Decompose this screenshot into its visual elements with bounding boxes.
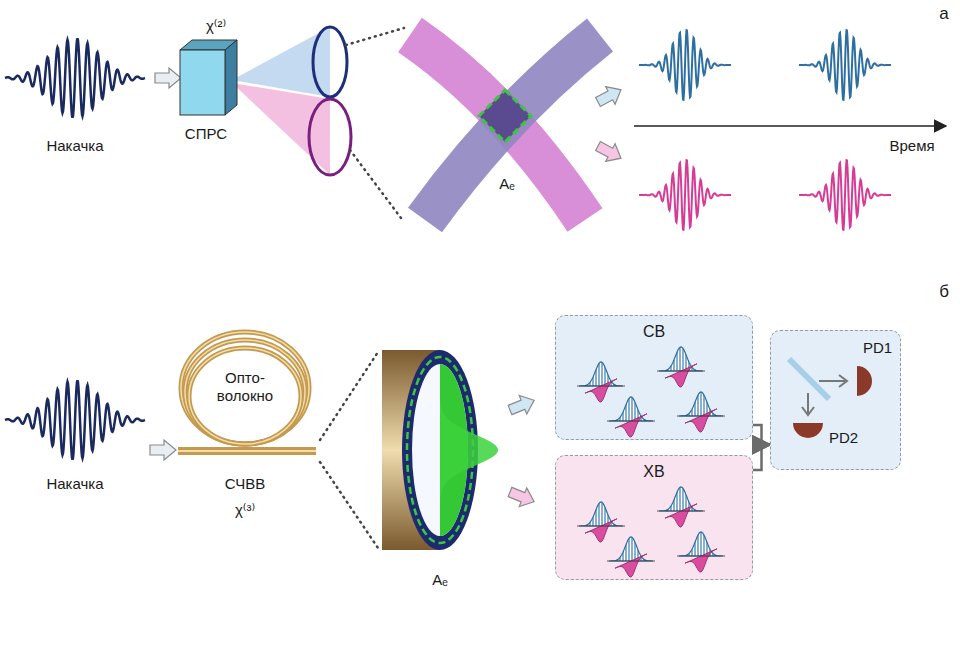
connector-arrow: [753, 425, 770, 445]
wave-axis: [657, 371, 705, 372]
wave-axis: [607, 561, 655, 562]
panel-letter: б: [939, 282, 949, 302]
wave-packet: [665, 504, 697, 527]
fiber-coil: [181, 332, 309, 444]
wave-packet: [579, 362, 623, 386]
pump-pulse: [5, 38, 145, 118]
emission-ring: [309, 99, 351, 175]
photodiode: [857, 366, 872, 396]
fiber-coil: [189, 348, 301, 444]
fiber-coil: [181, 332, 309, 444]
flow-arrow: [155, 68, 181, 88]
beam-arrow: [802, 393, 814, 415]
flow-arrow: [593, 81, 625, 111]
state-box: СВ: [555, 315, 753, 440]
flow-arrow: [593, 137, 625, 167]
wave-packet: [685, 549, 717, 572]
flow-arrow: [506, 483, 538, 511]
flow-arrow: [506, 391, 538, 419]
connector-arrow: [753, 445, 770, 470]
fiber: [178, 450, 316, 452]
wave-packet: [659, 347, 703, 371]
wave-packet: [665, 364, 697, 387]
panel-letter: а: [939, 4, 948, 24]
fiber-label: Опто- волокно: [205, 369, 285, 405]
wave-axis: [657, 511, 705, 512]
wave-axis: [607, 421, 655, 422]
wave-packet: [585, 519, 617, 542]
wave-packet: [685, 409, 717, 432]
fiber-coil: [185, 340, 305, 444]
pump-label: Накачка: [46, 475, 103, 493]
time-axis: [634, 125, 946, 127]
wave-packet: [609, 537, 653, 561]
wave-packet: [615, 414, 647, 437]
zoom-line: [350, 150, 404, 222]
box-title: ХВ: [556, 462, 752, 481]
pump-pulse: [5, 380, 145, 460]
signal-pulse: [799, 30, 891, 100]
beam-band: [425, 35, 600, 220]
fiber-coil: [189, 348, 301, 444]
idler-pulse: [799, 160, 891, 230]
flow-arrow: [150, 440, 176, 460]
nonlinearity-label: χ⁽³⁾: [235, 501, 255, 519]
area-label: Aₑ: [497, 175, 517, 193]
zoom-line: [346, 28, 404, 45]
idler-pulse: [639, 160, 731, 230]
detector-box: PD1PD2: [770, 330, 901, 470]
nonlinearity-label: χ⁽²⁾: [206, 17, 226, 35]
detector-label: PD1: [863, 339, 892, 357]
crystal-face: [225, 40, 237, 115]
wave-packet: [579, 502, 623, 526]
box-title: СВ: [556, 322, 752, 341]
crystal-face: [180, 50, 225, 115]
wave-packet: [679, 392, 723, 416]
fiber: [178, 447, 316, 455]
process-label: СПРС: [185, 125, 227, 143]
mode-profile: [440, 395, 498, 505]
area-label: Aₑ: [432, 571, 448, 589]
wave-axis: [677, 556, 725, 557]
detector-label: PD2: [829, 429, 858, 447]
emission-ring: [313, 27, 347, 97]
pump-label: Накачка: [46, 137, 103, 155]
overlap-area: [479, 90, 531, 142]
wave-axis: [577, 386, 625, 387]
beam-arrow: [819, 375, 847, 387]
zoom-line: [320, 462, 378, 548]
fiber-coil: [185, 340, 305, 444]
process-label: СЧВВ: [225, 475, 265, 493]
zoom-line: [320, 352, 378, 440]
wave-packet: [585, 379, 617, 402]
wave-packet: [659, 487, 703, 511]
signal-pulse: [639, 30, 731, 100]
wave-packet: [679, 532, 723, 556]
state-box: ХВ: [555, 455, 753, 580]
photodiode: [793, 423, 823, 438]
wave-axis: [577, 526, 625, 527]
wave-packet: [609, 397, 653, 421]
wave-axis: [677, 416, 725, 417]
axis-label: Время: [889, 137, 934, 155]
wave-packet: [615, 554, 647, 577]
